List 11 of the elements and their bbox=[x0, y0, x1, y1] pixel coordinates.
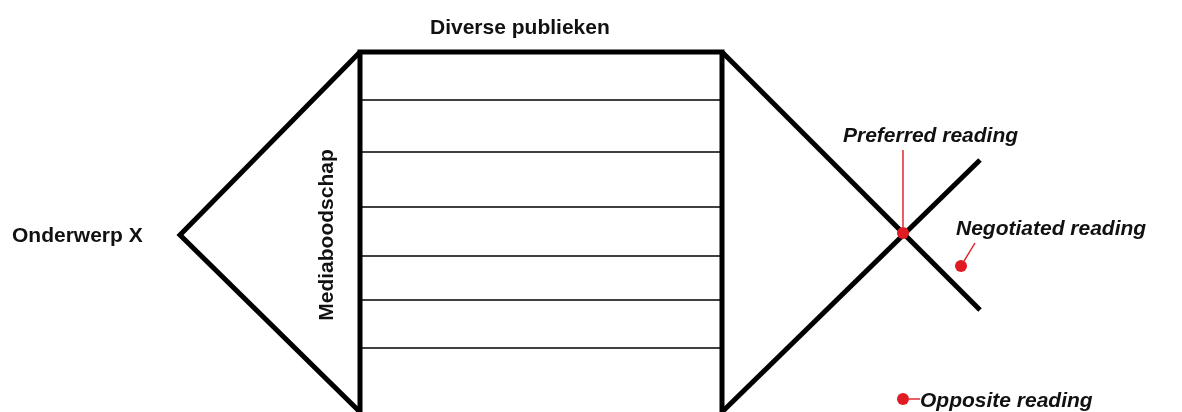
leader-line bbox=[902, 149, 904, 228]
vertical-label: Mediaboodschap bbox=[313, 149, 338, 321]
reading-label: Negotiated reading bbox=[956, 213, 1180, 243]
leader-line bbox=[908, 398, 921, 400]
marker-dot bbox=[955, 260, 967, 272]
label: Onderwerp X bbox=[12, 222, 143, 248]
reading-label: Preferred reading bbox=[843, 120, 1055, 150]
label: Diverse publieken bbox=[430, 14, 610, 40]
marker-dot bbox=[897, 393, 909, 405]
leader-line bbox=[963, 242, 976, 262]
reading-label: Opposite reading bbox=[920, 385, 1132, 412]
